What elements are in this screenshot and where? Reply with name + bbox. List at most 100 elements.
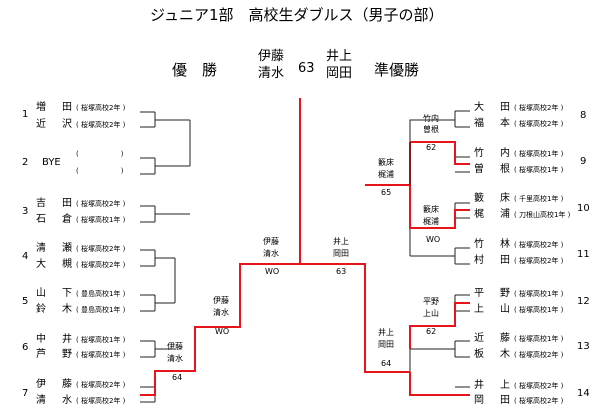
- winner-name: 伊藤: [167, 342, 183, 351]
- final-score: 63: [298, 61, 315, 76]
- player-school: ( 桜塚高校2年 ): [76, 200, 126, 208]
- player-school: ( 豊島高校1年 ): [76, 290, 126, 298]
- player-school: ( 桜塚高校2年 ): [514, 104, 564, 112]
- player-family: 板: [474, 349, 484, 360]
- runnerup-name-1: 井上: [326, 49, 353, 64]
- player-school: ( 刀根山高校1年 ): [514, 211, 571, 219]
- winner-name: 清水: [167, 354, 183, 363]
- player-school: ( 桜塚高校1年 ): [514, 166, 564, 174]
- match-score: 62: [426, 327, 437, 336]
- player-given: 田: [62, 198, 72, 209]
- player-given: 藤: [62, 379, 72, 390]
- player-school: ( 桜塚高校2年 ): [76, 121, 126, 129]
- player-given: 林: [500, 239, 510, 250]
- player-family: 伊: [36, 379, 46, 390]
- player-school: ( 桜塚高校2年 ): [76, 245, 126, 253]
- player-given: 野: [62, 349, 72, 360]
- match-score: WO: [215, 327, 230, 336]
- player-family: 曽: [474, 164, 484, 175]
- match-score: 63: [336, 267, 347, 276]
- winner-name: 清水: [263, 249, 279, 258]
- player-given: 田: [500, 102, 510, 113]
- runnerup-name-2: 岡田: [326, 66, 353, 81]
- winner-name: 伊藤: [263, 237, 279, 246]
- player-school: ( 桜塚高校2年 ): [76, 104, 126, 112]
- player-family: 清: [36, 243, 46, 254]
- player-given: 内: [500, 148, 510, 159]
- entry-number: 6: [22, 342, 29, 353]
- champion-label: 優 勝: [172, 61, 218, 79]
- player-school: ( 桜塚高校2年 ): [76, 261, 126, 269]
- player-school: ( 桜塚高校2年 ): [514, 241, 564, 249]
- player-given: 瀬: [62, 243, 72, 254]
- entry-number: 14: [577, 388, 590, 399]
- player-family: 近: [474, 333, 484, 344]
- entry-number: 8: [580, 110, 587, 121]
- player-school: ( 桜塚高校2年 ): [514, 351, 564, 359]
- player-family: 芦: [36, 349, 46, 360]
- player-school: ( 桜塚高校1年 ): [514, 290, 564, 298]
- match-score: 64: [381, 359, 392, 368]
- champion-name-2: 清水: [258, 66, 285, 81]
- winner-name: 平野: [423, 297, 439, 306]
- player-given: 田: [500, 255, 510, 266]
- player-family: 中: [36, 334, 46, 345]
- player-family: 井: [474, 380, 484, 391]
- player-school: ( 桜塚高校2年 ): [514, 397, 564, 405]
- player-school: ( 桜塚高校2年 ): [514, 257, 564, 265]
- winner-name: 岡田: [378, 340, 394, 349]
- player-family: 近: [36, 119, 46, 130]
- player-given: 田: [62, 102, 72, 113]
- player-given: 上: [500, 380, 510, 391]
- player-school: ( 桜塚高校1年 ): [514, 150, 564, 158]
- player-school: ( 桜塚高校1年 ): [514, 335, 564, 343]
- winner-name: 籔床: [423, 205, 439, 214]
- player-family: 増: [36, 102, 46, 113]
- player-family: 石: [36, 214, 46, 225]
- winner-name: 竹内: [423, 114, 439, 123]
- player-school: ( 豊島高校1年 ): [76, 306, 126, 314]
- entry-number: 13: [577, 341, 590, 352]
- bracket-lines-plain: [140, 110, 470, 403]
- entry-number: 10: [577, 203, 590, 214]
- player-given: 沢: [62, 119, 72, 130]
- player-given: 倉: [62, 214, 72, 225]
- player-given: 下: [62, 288, 72, 299]
- winner-name: 梶浦: [423, 217, 439, 226]
- champion-name-1: 伊藤: [258, 49, 285, 64]
- player-school: ( 桜塚高校2年 ): [514, 382, 564, 390]
- player-family: 籔: [474, 193, 484, 204]
- match-score: 62: [426, 143, 437, 152]
- player-given: 野: [500, 288, 510, 299]
- player-family: 岡: [474, 395, 484, 406]
- winner-name: 井上: [333, 237, 349, 246]
- entry-number: 4: [22, 251, 29, 262]
- player-given: 藤: [500, 333, 510, 344]
- player-family: 山: [36, 288, 46, 299]
- player-family: 大: [36, 259, 46, 270]
- entry-number: 2: [22, 157, 29, 168]
- player-given: 田: [500, 395, 510, 406]
- player-school: ( 桜塚高校2年 ): [76, 381, 126, 389]
- player-family: 竹: [474, 239, 484, 250]
- player-family: 大: [474, 102, 484, 113]
- player-school: ( 桜塚高校2年 ): [514, 120, 564, 128]
- player-family: 吉: [36, 198, 46, 209]
- match-score: 65: [381, 188, 392, 197]
- entry-number: 12: [577, 296, 590, 307]
- player-family: 清: [36, 395, 46, 406]
- player-school: ( 千里高校1年 ): [514, 195, 564, 203]
- entry-number: 11: [577, 249, 590, 260]
- winner-name: 梶浦: [378, 170, 394, 179]
- player-given: 井: [62, 334, 72, 345]
- player-family: 竹: [474, 148, 484, 159]
- winner-name: 岡田: [333, 249, 349, 258]
- player-school: ( ): [76, 167, 124, 175]
- player-given: 槻: [62, 259, 72, 270]
- player-given: 本: [500, 118, 510, 129]
- player-school: ( 桜塚高校1年 ): [76, 336, 126, 344]
- winner-name: 井上: [378, 328, 394, 337]
- player-school: ( 桜塚高校1年 ): [514, 306, 564, 314]
- player-given: 木: [500, 349, 510, 360]
